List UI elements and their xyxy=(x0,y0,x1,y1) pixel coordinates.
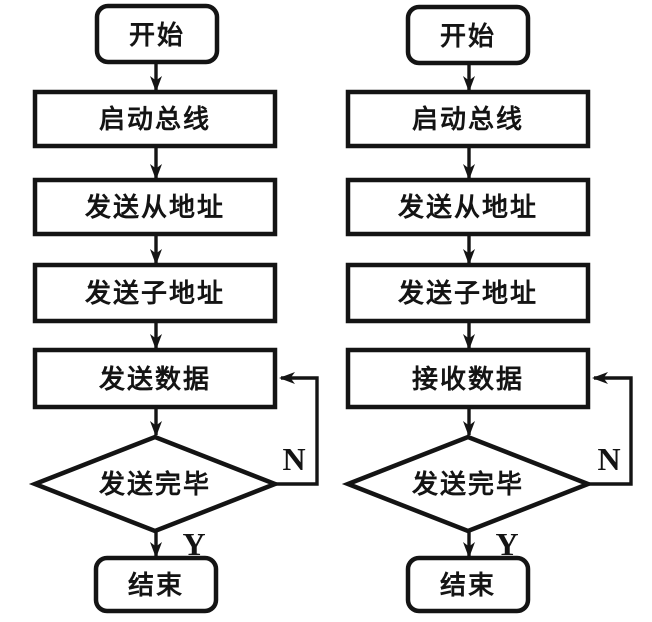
flowchart-send: 开始 启动总线 发送从地址 发送子地址 发送数据 发送完毕 结束 N Y xyxy=(28,3,319,614)
node-start: 开始 xyxy=(405,4,531,66)
node-start-label: 开始 xyxy=(129,20,185,50)
node-decision: 发送完毕 xyxy=(28,434,282,534)
node-step3-label: 发送子地址 xyxy=(84,278,225,308)
node-step4-label: 接收数据 xyxy=(412,364,524,394)
node-decision-label: 发送完毕 xyxy=(98,469,211,499)
node-decision: 发送完毕 xyxy=(341,434,595,534)
node-start: 开始 xyxy=(94,3,220,65)
branch-yes-label: Y xyxy=(182,526,205,562)
node-step1-label: 启动总线 xyxy=(99,104,211,134)
node-step2: 发送从地址 xyxy=(345,177,591,237)
loop-back-connector xyxy=(275,372,319,486)
node-step4-label: 发送数据 xyxy=(98,364,211,394)
node-step4: 接收数据 xyxy=(345,347,591,410)
node-end: 结束 xyxy=(93,555,219,614)
node-step3-label: 发送子地址 xyxy=(397,278,538,308)
node-step2-label: 发送从地址 xyxy=(397,192,538,222)
node-end: 结束 xyxy=(405,555,531,614)
node-end-label: 结束 xyxy=(128,570,184,600)
node-step2: 发送从地址 xyxy=(32,177,278,237)
node-step4: 发送数据 xyxy=(32,347,278,410)
node-step2-label: 发送从地址 xyxy=(84,192,225,222)
loop-back-connector xyxy=(588,372,633,486)
node-end-label: 结束 xyxy=(440,570,496,600)
node-step1: 启动总线 xyxy=(345,89,591,149)
branch-yes-label: Y xyxy=(495,526,518,562)
node-step3: 发送子地址 xyxy=(32,262,278,324)
node-step1-label: 启动总线 xyxy=(412,104,524,134)
flowchart-receive: 开始 启动总线 发送从地址 发送子地址 接收数据 发送完毕 结束 N Y xyxy=(341,4,633,614)
branch-no-label: N xyxy=(282,441,305,477)
node-start-label: 开始 xyxy=(440,21,496,51)
node-step1: 启动总线 xyxy=(32,89,278,149)
node-step3: 发送子地址 xyxy=(345,262,591,324)
node-decision-label: 发送完毕 xyxy=(411,469,524,499)
branch-no-label: N xyxy=(597,441,620,477)
